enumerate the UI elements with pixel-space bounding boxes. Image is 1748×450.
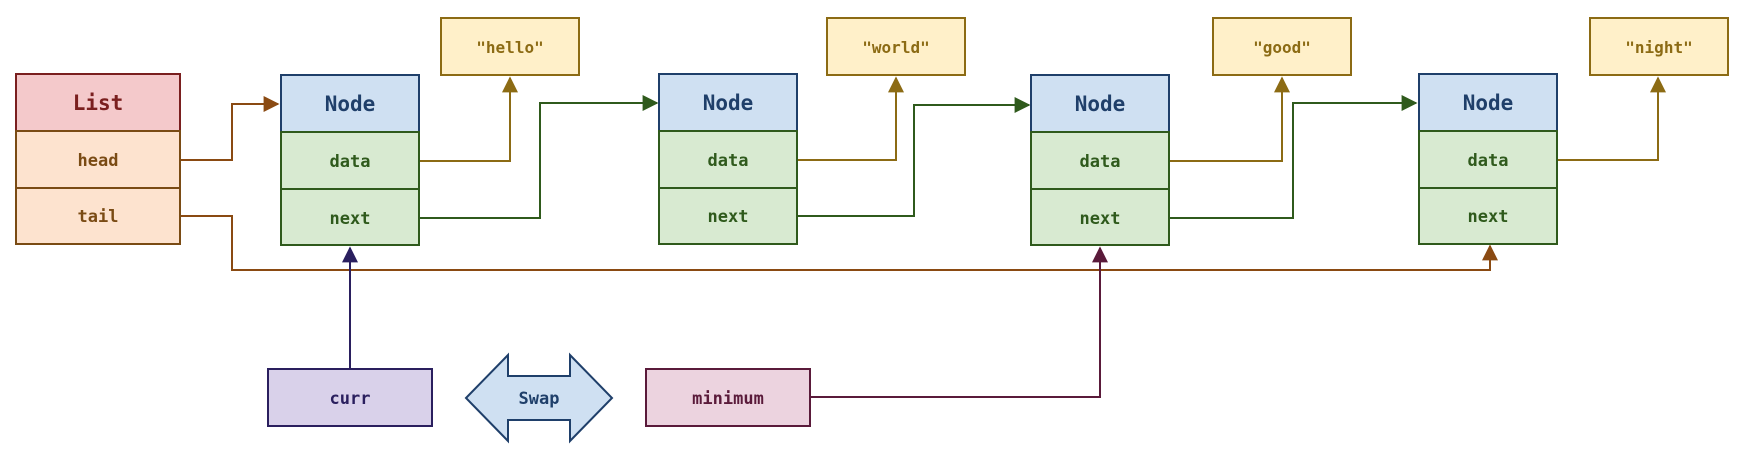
node-title: Node [325, 92, 376, 116]
node-data-label: data [330, 152, 371, 172]
curr-box [267, 368, 433, 427]
node-header [1030, 74, 1170, 133]
string-value: "good" [1253, 38, 1311, 57]
node-data-label: data [1080, 152, 1121, 172]
string-box [1589, 17, 1729, 76]
node-header [1418, 73, 1558, 132]
minimum-pointer: minimum [645, 368, 811, 427]
curr-pointer: curr [267, 368, 433, 427]
swap-double-arrow[interactable]: Swap [464, 352, 614, 444]
double-arrow-icon[interactable] [464, 352, 614, 444]
node-next-field [1030, 188, 1170, 246]
data-arrow-1 [419, 76, 518, 162]
node-data-field [1418, 130, 1558, 189]
string-box [440, 17, 580, 76]
node-next-field [658, 187, 798, 245]
list-struct: List head tail [15, 73, 181, 245]
string-world: "world" [826, 17, 966, 76]
data-arrow-3 [1168, 76, 1290, 162]
list-tail-label: tail [78, 207, 119, 227]
string-box [826, 17, 966, 76]
string-value: "hello" [476, 38, 543, 57]
node-next-field [280, 188, 420, 246]
minimum-label: minimum [692, 389, 764, 409]
node-next-label: next [1080, 209, 1121, 229]
minimum-arrow [810, 246, 1108, 398]
next-arrow-3 [1168, 95, 1418, 219]
tail-arrow [180, 215, 1498, 271]
next-arrow-2 [797, 97, 1031, 217]
node-data-label: data [1468, 151, 1509, 171]
node-next-label: next [330, 209, 371, 229]
minimum-box [645, 368, 811, 427]
node-data-label: data [708, 151, 749, 171]
string-value: "night" [1625, 38, 1692, 57]
string-value: "world" [862, 38, 929, 57]
list-tail-field [15, 187, 181, 245]
node-title: Node [1075, 92, 1126, 116]
node-title: Node [703, 91, 754, 115]
string-night: "night" [1589, 17, 1729, 76]
list-head-label: head [78, 151, 119, 171]
node-data-field [280, 131, 420, 190]
node-next-field [1418, 187, 1558, 245]
list-title: List [73, 91, 124, 115]
node-1: Node data next [280, 74, 420, 246]
head-arrow [180, 96, 280, 161]
curr-label: curr [330, 389, 371, 409]
node-next-label: next [708, 207, 749, 227]
node-data-field [1030, 131, 1170, 190]
node-4: Node data next [1418, 73, 1558, 245]
node-header [658, 73, 798, 132]
next-arrow-1 [419, 95, 659, 219]
string-box [1212, 17, 1352, 76]
list-head-field [15, 130, 181, 189]
string-hello: "hello" [440, 17, 580, 76]
node-next-label: next [1468, 207, 1509, 227]
node-title: Node [1463, 91, 1514, 115]
data-arrow-4 [1557, 76, 1666, 161]
swap-label: Swap [519, 389, 560, 409]
data-arrow-2 [797, 76, 904, 161]
node-2: Node data next [658, 73, 798, 245]
node-3: Node data next [1030, 74, 1170, 246]
string-good: "good" [1212, 17, 1352, 76]
